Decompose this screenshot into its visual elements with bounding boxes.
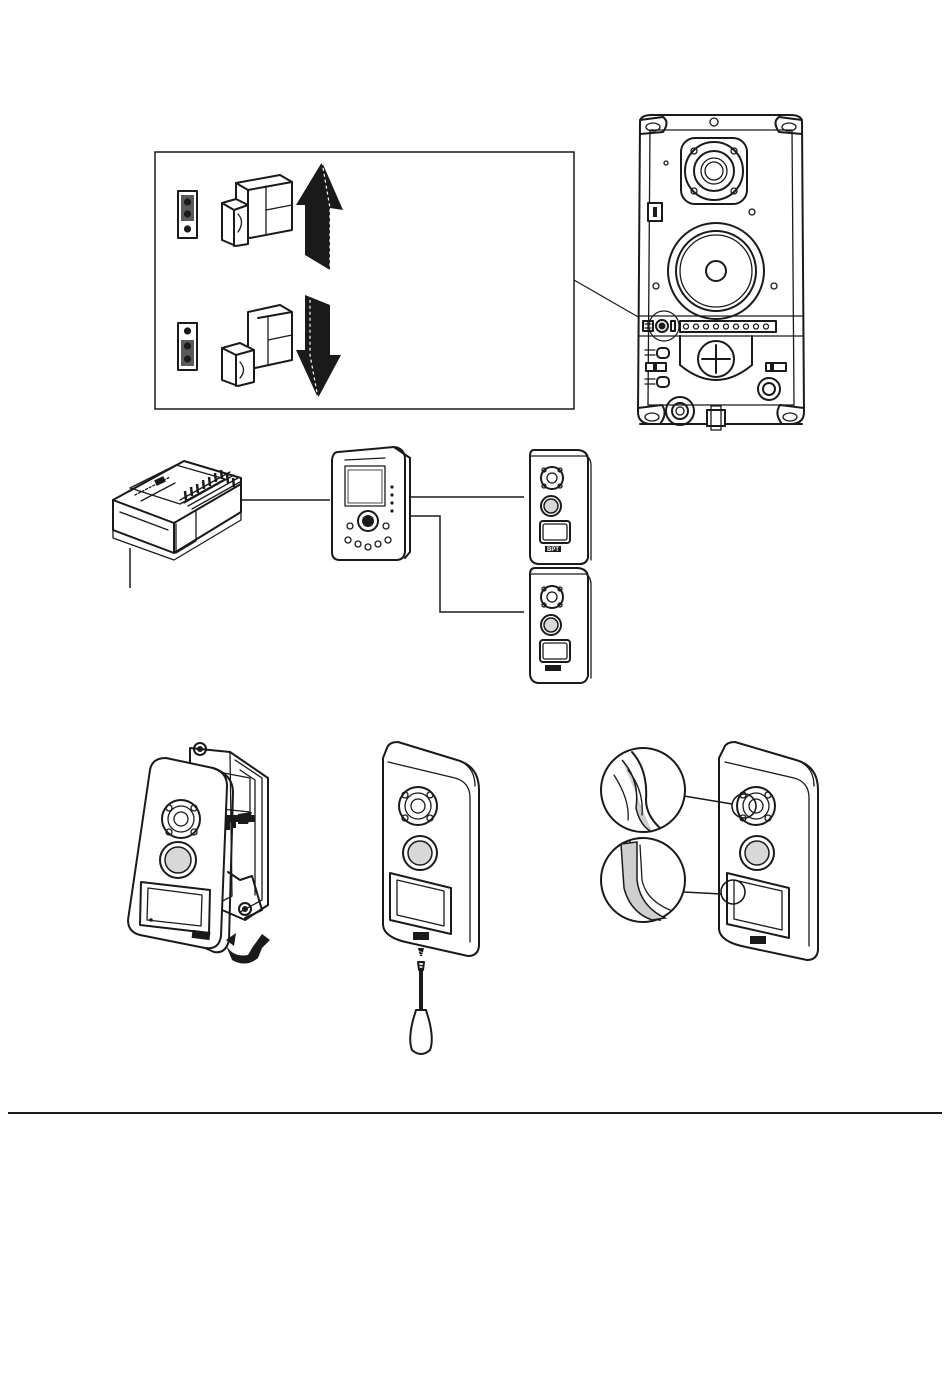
power-supply-unit bbox=[113, 461, 241, 560]
outdoor-unit-rear-view bbox=[638, 115, 804, 430]
system-wiring-diagram: BPT bbox=[113, 447, 591, 683]
detail-magnifier-upper bbox=[601, 748, 685, 832]
detail-magnifier-lower bbox=[601, 838, 685, 922]
indoor-monitor bbox=[332, 447, 410, 560]
svg-text:BPT: BPT bbox=[547, 547, 559, 553]
mounting-step-screw-fix bbox=[383, 742, 479, 1054]
bottom-clip-icon bbox=[707, 406, 725, 430]
jumper-detail-panel bbox=[155, 152, 574, 409]
outdoor-unit-2 bbox=[530, 568, 591, 683]
jumper-position-up bbox=[178, 191, 197, 238]
outdoor-unit-1: BPT bbox=[530, 450, 591, 564]
screwdriver-icon bbox=[410, 962, 432, 1054]
side-switch-icon bbox=[648, 203, 662, 221]
hinge-rotate-arrow-icon bbox=[225, 932, 270, 964]
mounting-step-hook-on bbox=[128, 743, 270, 964]
screw-icon bbox=[418, 948, 424, 956]
jumper-position-down bbox=[178, 323, 197, 370]
mounting-step-seal-check bbox=[601, 742, 818, 960]
